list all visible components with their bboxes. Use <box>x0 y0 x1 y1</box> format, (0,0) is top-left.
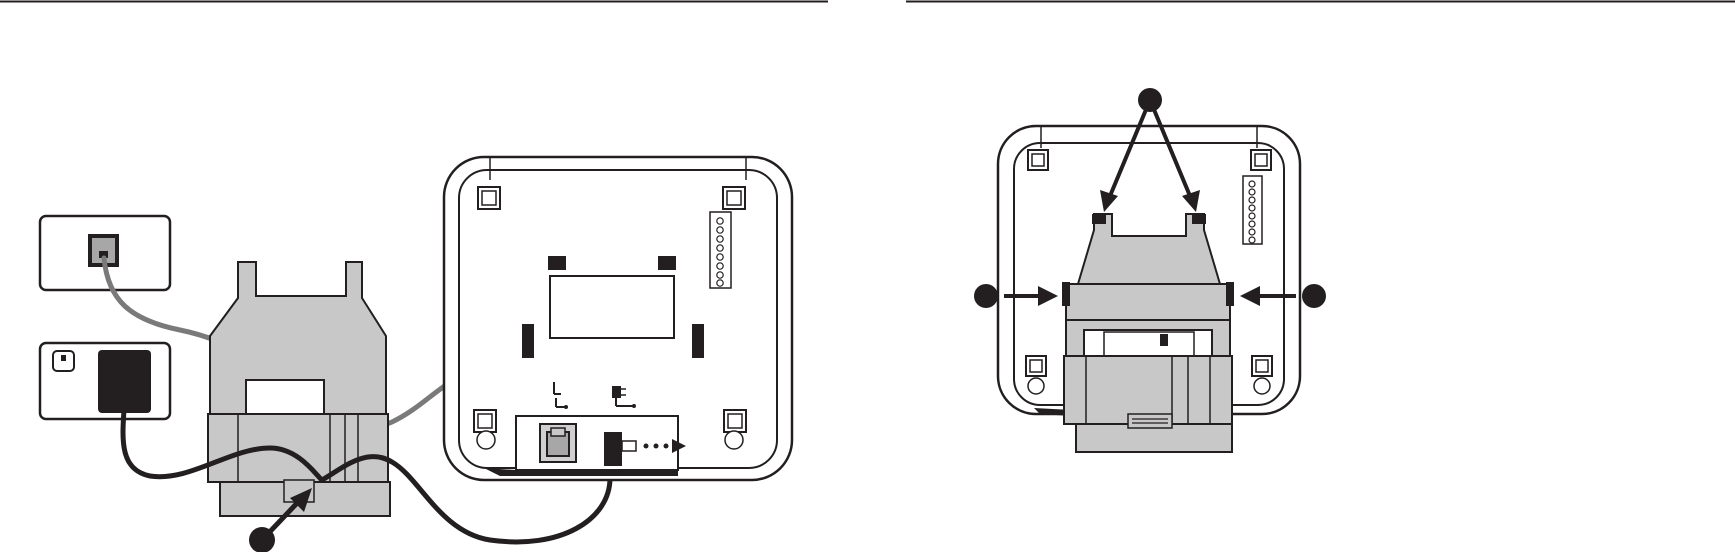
figure-bracket-installation <box>974 88 1326 452</box>
callout-dot <box>1302 284 1326 308</box>
telephone-base <box>444 157 792 480</box>
figure-wall-mount-connection <box>40 157 792 552</box>
mounting-slot <box>548 256 566 270</box>
wall-phone-jack <box>40 216 170 290</box>
mounting-slot <box>692 324 704 358</box>
power-adapter <box>98 350 151 413</box>
wall-mount-bracket <box>208 262 390 516</box>
power-outlet <box>40 343 170 419</box>
telephone-line-port <box>540 424 576 462</box>
callout-dot <box>1138 88 1162 112</box>
callout-dot <box>974 284 998 308</box>
mounting-slot <box>522 324 534 358</box>
label-panel <box>550 276 674 338</box>
mounting-slot <box>658 256 676 270</box>
callout-dot <box>249 527 275 552</box>
